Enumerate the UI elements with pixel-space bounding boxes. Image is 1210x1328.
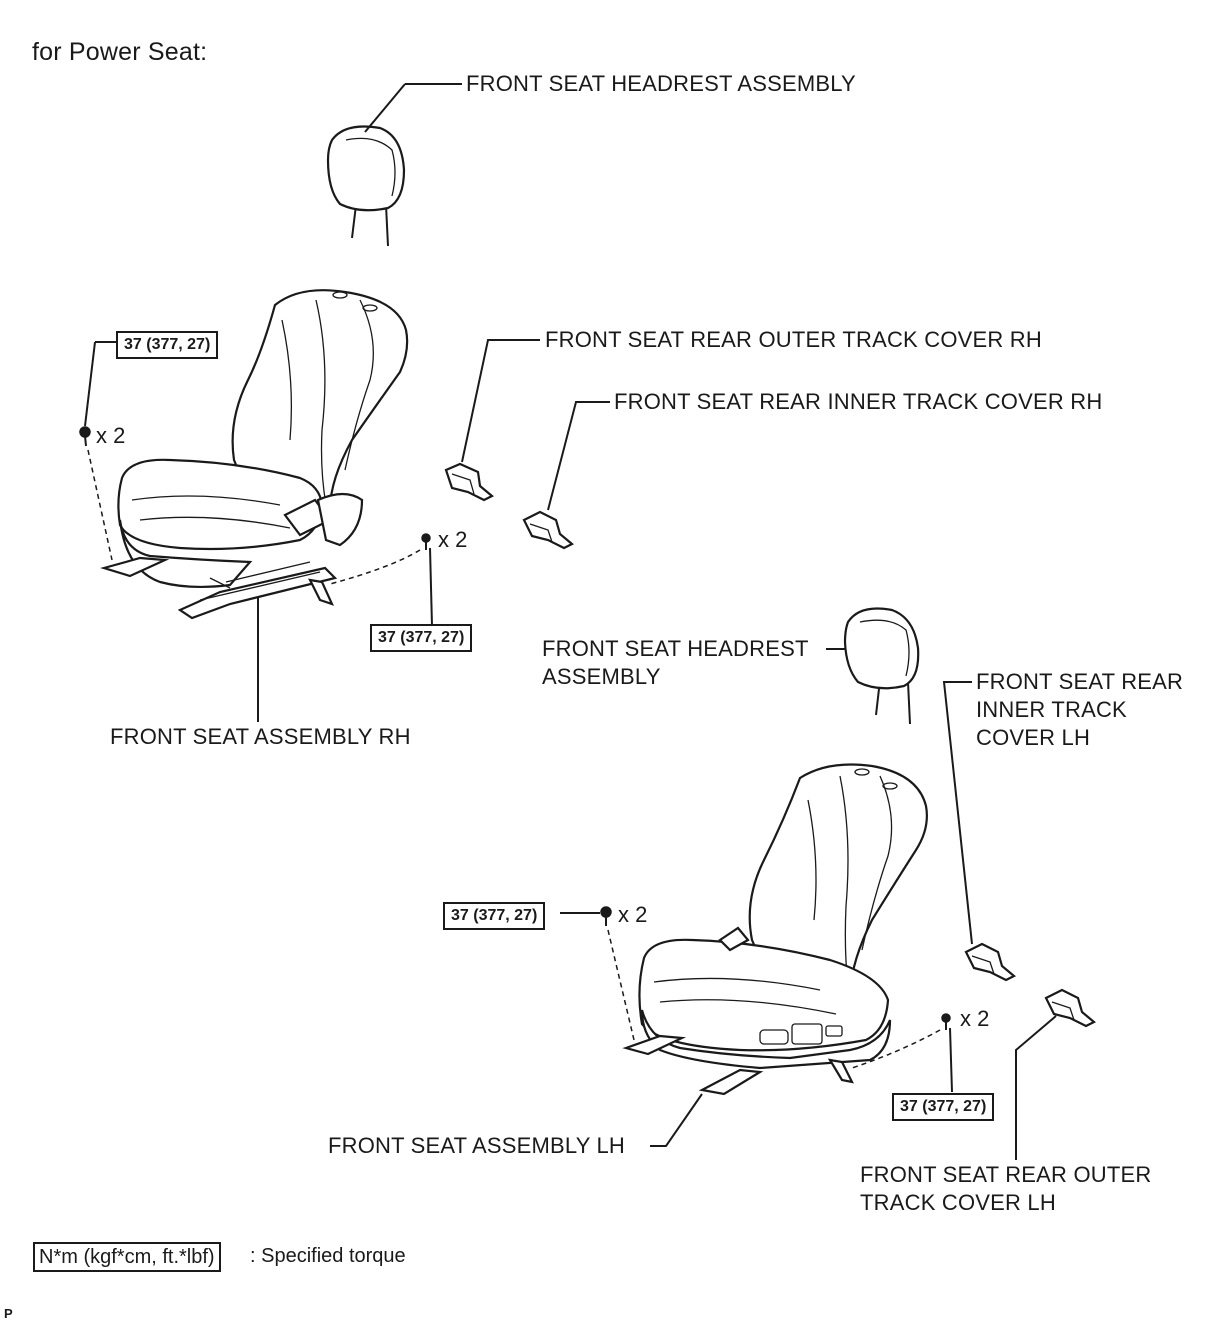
label-inner-track-cover-rh: FRONT SEAT REAR INNER TRACK COVER RH xyxy=(614,389,1103,414)
torque-box-rh-rear: 37 (377, 27) xyxy=(370,624,473,652)
label-inner-track-cover-lh-line3: COVER LH xyxy=(976,725,1091,750)
page-heading: for Power Seat: xyxy=(32,38,208,66)
bolt-lh-front xyxy=(600,906,612,926)
label-seat-lh: FRONT SEAT ASSEMBLY LH xyxy=(328,1133,626,1158)
headrest-lh-drawing xyxy=(843,607,920,725)
label-headrest-lh-line1: FRONT SEAT HEADREST xyxy=(542,636,809,661)
label-outer-track-cover-rh: FRONT SEAT REAR OUTER TRACK COVER RH xyxy=(545,327,1042,352)
label-inner-track-cover-lh-line1: FRONT SEAT REAR xyxy=(976,669,1184,694)
inner-track-cover-lh-drawing xyxy=(964,942,1016,982)
legend-unit-box: N*m (kgf*cm, ft.*lbf) xyxy=(33,1242,221,1272)
corner-mark: P xyxy=(4,1306,13,1321)
inner-track-cover-rh-drawing xyxy=(522,510,574,550)
label-outer-track-cover-lh-line1: FRONT SEAT REAR OUTER xyxy=(860,1162,1152,1187)
label-seat-rh: FRONT SEAT ASSEMBLY RH xyxy=(110,724,411,749)
bolt-rh-rear xyxy=(421,533,431,550)
qty-rh-front: x 2 xyxy=(96,423,126,448)
bolt-rh-front xyxy=(79,426,91,447)
outer-track-cover-lh-drawing xyxy=(1044,988,1096,1028)
label-inner-track-cover-lh-line2: INNER TRACK xyxy=(976,697,1127,722)
torque-box-lh-front: 37 (377, 27) xyxy=(443,902,546,930)
label-headrest-rh: FRONT SEAT HEADREST ASSEMBLY xyxy=(466,71,856,96)
headrest-rh-drawing xyxy=(326,125,406,247)
seat-lh-drawing xyxy=(622,763,928,1096)
label-outer-track-cover-lh-line2: TRACK COVER LH xyxy=(860,1190,1056,1215)
label-headrest-lh-line2: ASSEMBLY xyxy=(542,664,661,689)
qty-rh-rear: x 2 xyxy=(438,527,468,552)
legend-description: : Specified torque xyxy=(250,1245,406,1267)
torque-box-lh-rear: 37 (377, 27) xyxy=(892,1093,995,1121)
torque-box-rh-front: 37 (377, 27) xyxy=(116,331,219,359)
outer-track-cover-rh-drawing xyxy=(444,462,494,502)
qty-lh-front: x 2 xyxy=(618,902,648,927)
leader-headrest-rh xyxy=(364,83,406,133)
qty-lh-rear: x 2 xyxy=(960,1006,990,1031)
seat-rh-drawing xyxy=(100,289,409,620)
bolt-lh-rear xyxy=(941,1013,951,1030)
